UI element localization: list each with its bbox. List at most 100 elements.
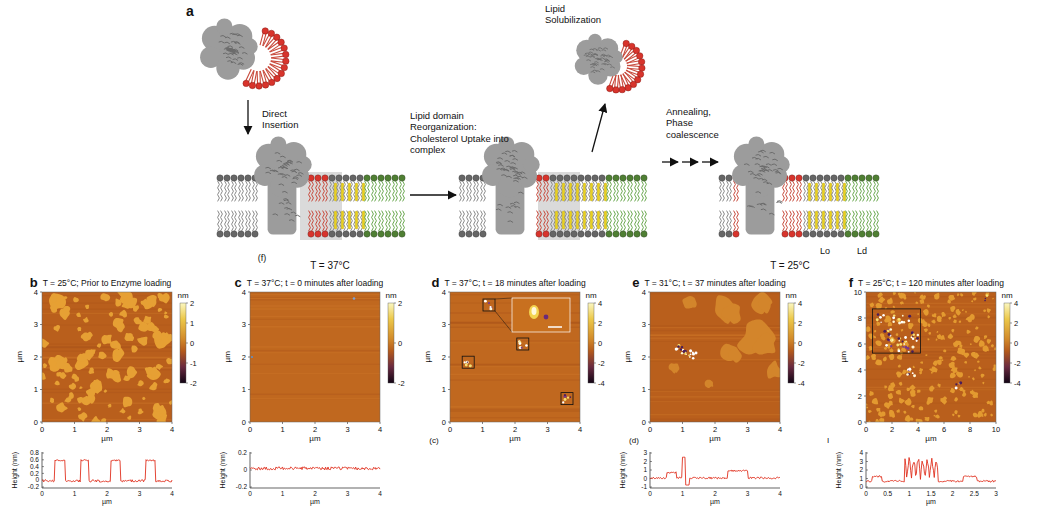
axis-ticks <box>448 357 450 358</box>
afm-image <box>928 332 931 335</box>
lipid-micelle <box>268 79 274 85</box>
lipid-bilayer <box>364 231 370 237</box>
height-profile <box>650 453 652 454</box>
panel-reference: I <box>827 436 829 446</box>
lipid-bilayer <box>836 183 839 201</box>
lipid-bilayer <box>843 211 846 229</box>
lipid-bilayer <box>793 181 795 201</box>
axis-tick: 4 <box>578 425 582 434</box>
afm-image <box>521 347 523 349</box>
afm-image <box>898 365 901 368</box>
protein-complex <box>242 53 247 55</box>
axis-ticks <box>648 292 650 293</box>
afm-image <box>964 361 967 364</box>
step-label: Direct Insertion <box>262 108 320 131</box>
lipid-bilayer <box>873 231 879 237</box>
lipid-bilayer <box>576 183 579 201</box>
lipid-bilayer <box>810 231 816 237</box>
afm-image <box>911 405 914 408</box>
protein-complex <box>518 192 523 194</box>
lipid-bilayer <box>378 175 384 181</box>
lipid-bilayer <box>400 211 402 231</box>
protein-complex <box>512 150 517 152</box>
lipid-micelle <box>278 39 284 45</box>
afm-image <box>962 309 964 311</box>
lipid-bilayer <box>362 211 365 229</box>
axis-tick: 2 <box>34 353 38 362</box>
afm-image <box>650 419 780 421</box>
afm-image <box>907 347 909 349</box>
lipid-bilayer <box>249 181 251 201</box>
lipid-bilayer <box>393 181 395 201</box>
protein-complex <box>498 174 521 197</box>
afm-image <box>974 369 976 371</box>
afm-image <box>939 356 943 359</box>
lipid-bilayer <box>540 211 542 231</box>
axis-tick: 0 <box>858 418 862 427</box>
afm-image <box>89 368 95 374</box>
colorbar-tick: -2 <box>798 359 805 368</box>
colorbar-tick: -2 <box>190 379 197 388</box>
colorbar-tick: 0 <box>190 339 194 348</box>
afm-image <box>977 360 980 362</box>
colorbar-tick: 2 <box>598 319 602 328</box>
lipid-bilayer <box>600 211 602 231</box>
protein-complex <box>756 192 761 194</box>
protein-complex <box>588 54 593 55</box>
axis-ticks <box>864 292 996 424</box>
protein-complex <box>515 174 520 176</box>
protein-complex <box>761 209 766 211</box>
lipid-bilayer <box>217 175 405 237</box>
lipid-bilayer <box>838 231 844 237</box>
afm-image <box>929 368 933 371</box>
lipid-bilayer <box>550 175 556 181</box>
afm-image <box>544 315 549 320</box>
lipid-bilayer <box>810 175 816 181</box>
afm-image <box>915 302 918 304</box>
afm-image <box>882 314 885 317</box>
afm-image <box>77 327 81 331</box>
protein-complex <box>586 56 591 57</box>
height-profile <box>42 460 172 482</box>
lipid-bilayer <box>474 181 476 201</box>
afm-image <box>902 341 904 343</box>
afm-image <box>868 410 872 413</box>
colorbar <box>1010 363 1012 364</box>
axis-tick: 0.5 <box>883 490 892 498</box>
lipid-bilayer <box>863 211 865 231</box>
lipid-bilayer <box>645 211 647 231</box>
lipid-bilayer <box>231 175 237 181</box>
afm-image <box>934 294 940 300</box>
step-label: Lipid Solubilization <box>545 3 619 26</box>
afm-image <box>42 292 172 422</box>
afm-image <box>896 409 899 412</box>
afm-image <box>866 296 996 297</box>
lipid-bilayer <box>815 183 818 201</box>
lipid-bilayer <box>315 175 321 181</box>
afm-image <box>141 299 149 306</box>
colorbar-unit: nm <box>177 291 188 301</box>
afm-image <box>960 293 963 296</box>
afm-image <box>887 298 893 305</box>
afm-image <box>866 292 996 422</box>
protein-complex <box>760 166 765 168</box>
axis-tick: 3 <box>994 490 998 498</box>
colorbar-tick: 0 <box>1014 339 1018 348</box>
afm-image <box>936 339 938 341</box>
axis-tick: 2 <box>313 490 317 498</box>
axis-tick: 3 <box>346 490 350 498</box>
lipid-bilayer <box>323 211 325 231</box>
afm-image <box>940 335 945 340</box>
lipid-bilayer <box>368 211 370 231</box>
afm-image <box>970 343 972 345</box>
lipid-bilayer <box>396 181 398 201</box>
lipid-bilayer <box>782 231 788 237</box>
colorbar-tick: 0 <box>398 339 402 348</box>
lipid-bilayer <box>547 181 549 201</box>
afm-image <box>931 372 933 374</box>
afm-image <box>986 294 989 297</box>
afm-image <box>957 293 959 296</box>
axis-tick: 0 <box>642 418 646 427</box>
axis-tick: 4 <box>378 425 382 434</box>
lipid-bilayer <box>797 211 799 231</box>
